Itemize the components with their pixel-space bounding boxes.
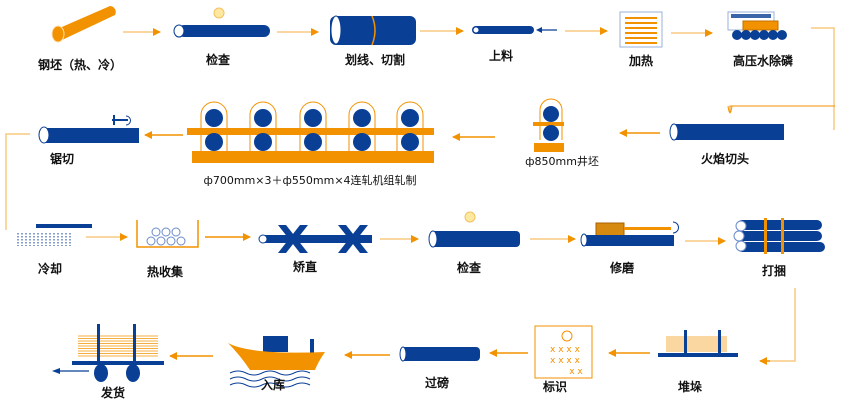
marked-pipe-icon [330,15,416,46]
stacking-icon [658,330,738,357]
step-label-stacking: 堆垛 [678,379,702,394]
step-label-descaling: 高压水除磷 [733,53,794,68]
mill-stand-frame [396,101,424,151]
mill-stand-frame [200,101,228,151]
step-label-flame-cut: 火焰切头 [701,151,749,166]
ship-icon [228,336,325,388]
piercing-mill-icon [533,98,564,152]
step-label-cooling: 冷却 [38,261,62,276]
step-label-billet: 钢坯（热、冷） [38,57,122,72]
step-label-inspect-2: 检查 [457,260,482,275]
grinding-icon [580,221,679,247]
step-label-rolling: ф700mm×3＋ф550mm×4连轧机组轧制 [203,173,416,187]
step-label-grinding: 修磨 [609,260,634,275]
roll-icon [353,133,371,151]
step-label-bundling: 打捆 [762,263,786,278]
step-label-mark-cut: 划线、切割 [345,52,405,67]
step-label-marking: 标识 [542,379,567,394]
straightener-icon [258,225,372,253]
rolling-mill-icon [187,101,434,163]
roll-icon [304,133,322,151]
bundle-icon [733,218,825,254]
step-label-piercing: ф850mm井坯 [525,154,599,168]
roll-icon [205,109,223,127]
billet-icon [51,6,116,43]
loading-pipe-icon [472,26,557,34]
flame-cut-icon [669,105,835,141]
shipping-cart-icon [52,324,164,382]
step-label-loading: 上料 [489,48,513,63]
connector-line [5,133,30,230]
marking-row-2: x x x x [550,356,581,366]
roll-icon [254,109,272,127]
furnace-icon [619,11,663,48]
descaling-icon [727,11,787,40]
step-label-warehouse: 入库 [261,377,285,392]
marking-plate-icon: x x x x x x x x x x [534,325,593,379]
inspection-pipe-icon [173,7,270,38]
inspection-pipe-icon [428,211,520,248]
step-label-sawing: 锯切 [50,151,74,166]
marking-row-1: x x x x [550,345,581,355]
mill-stand-frame [348,101,376,151]
roll-icon [401,109,419,127]
roll-icon [401,133,419,151]
hot-collect-icon [136,220,199,248]
connector-line [811,27,835,130]
connector-line [765,288,796,362]
roll-icon [304,109,322,127]
roll-icon [254,133,272,151]
step-label-heating: 加热 [628,53,653,68]
weighing-pipe-icon [399,346,480,362]
saw-cut-icon [38,115,139,144]
cooling-icon [17,224,92,246]
marking-row-3: x x [569,367,583,377]
step-label-straighten: 矫直 [293,259,317,274]
step-label-weighing: 过磅 [425,375,449,390]
step-label-shipping: 发货 [100,385,125,400]
mill-stand-frame [249,101,277,151]
step-label-inspect: 检查 [206,52,231,67]
step-label-hot-collect: 热收集 [147,264,184,279]
roll-icon [205,133,223,151]
mill-stand-frame [299,101,327,151]
roll-icon [353,109,371,127]
